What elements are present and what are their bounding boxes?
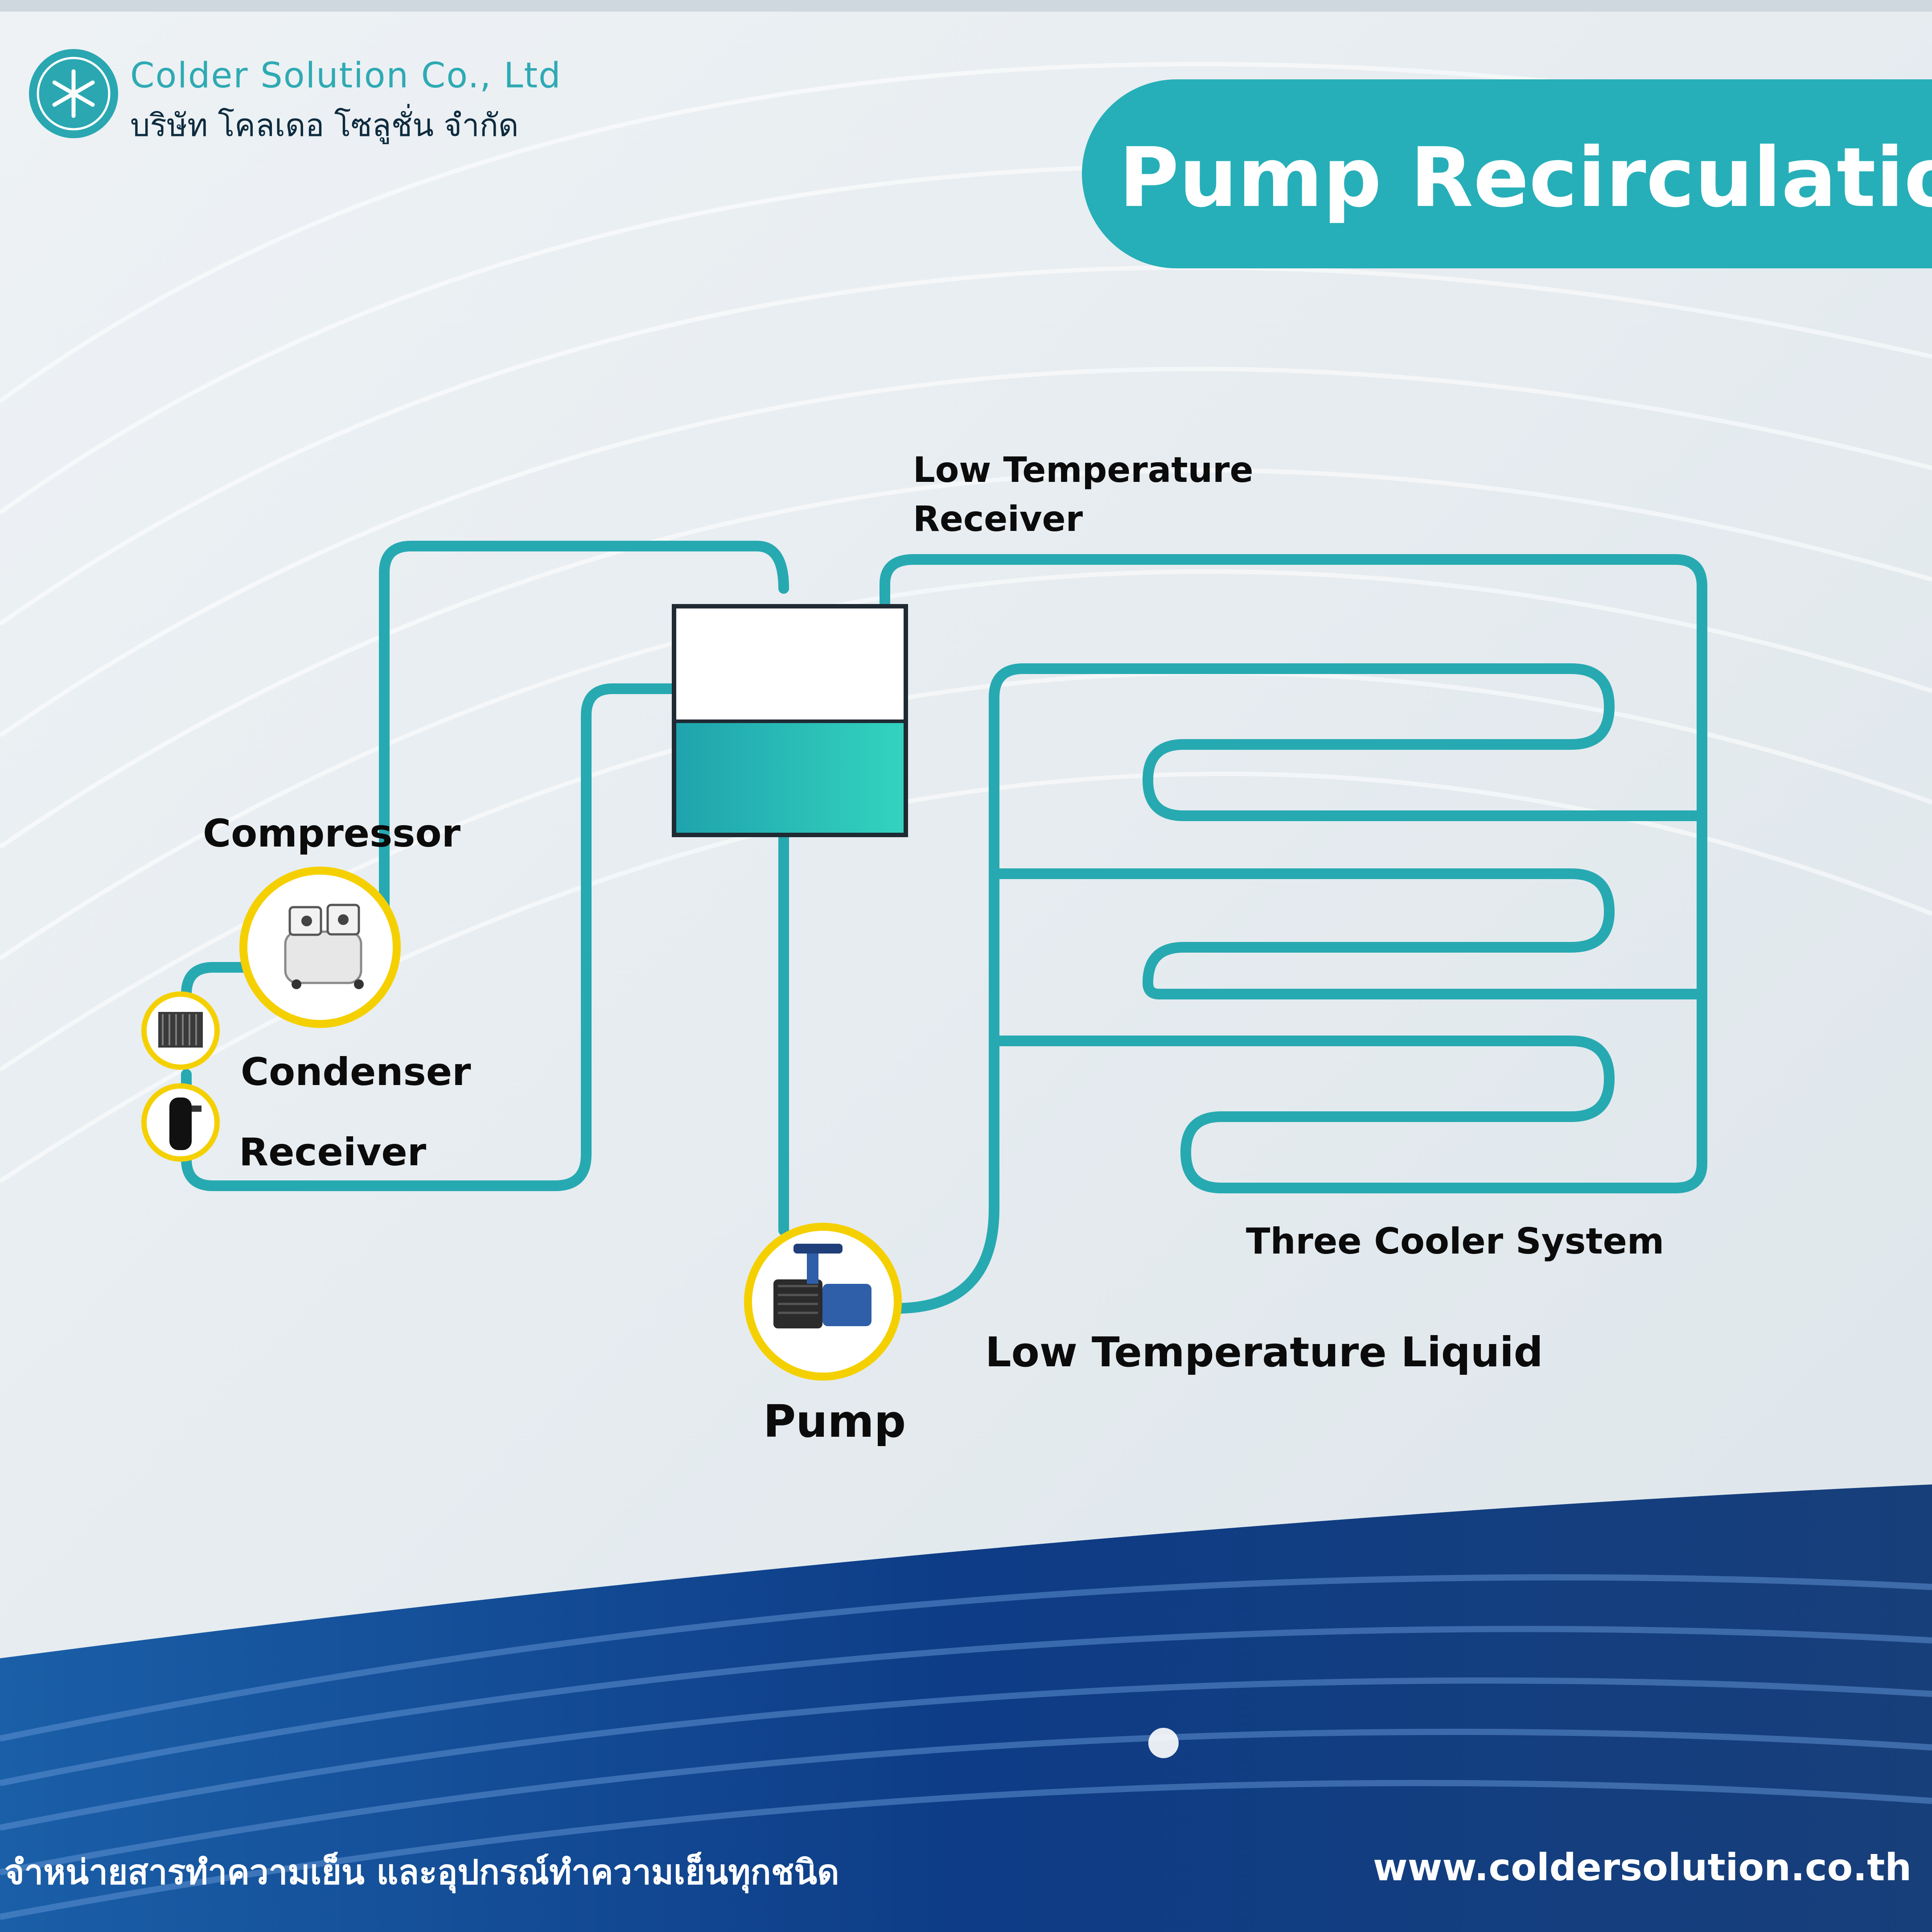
label-low-temperature-receiver: Low Temperature Receiver — [913, 450, 1254, 539]
compressor-icon — [239, 867, 401, 1028]
low-temperature-receiver-vessel — [672, 604, 908, 837]
company-name-th: บริษัท โคลเดอ โซลูชั่น จำกัด — [130, 107, 519, 144]
label-low-temperature-liquid: Low Temperature Liquid — [985, 1328, 1543, 1376]
label-receiver: Receiver — [239, 1130, 427, 1175]
condenser-icon — [141, 991, 220, 1070]
label-compressor: Compressor — [203, 811, 460, 856]
page-title: Pump Recirculation — [1119, 130, 1932, 226]
refrigerant-pipes — [181, 541, 1707, 1314]
pump-icon — [744, 1223, 902, 1381]
footer-light — [1148, 1728, 1179, 1758]
title-banner — [1082, 79, 1932, 268]
label-condenser: Condenser — [241, 1050, 471, 1094]
receiver-icon — [141, 1083, 220, 1162]
footer-arcs — [0, 1574, 1932, 1920]
footer-band — [0, 1484, 1932, 1932]
footer-tagline: จำหน่ายสารทำความเย็น และอุปกรณ์ทำความเย็… — [4, 1852, 839, 1892]
company-name-en: Colder Solution Co., Ltd — [130, 56, 562, 96]
company-logo — [29, 49, 118, 138]
footer-website-link[interactable]: www.coldersolution.co.th — [1373, 1846, 1912, 1889]
label-three-cooler-system: Three Cooler System — [1246, 1221, 1665, 1262]
label-pump: Pump — [763, 1395, 906, 1447]
